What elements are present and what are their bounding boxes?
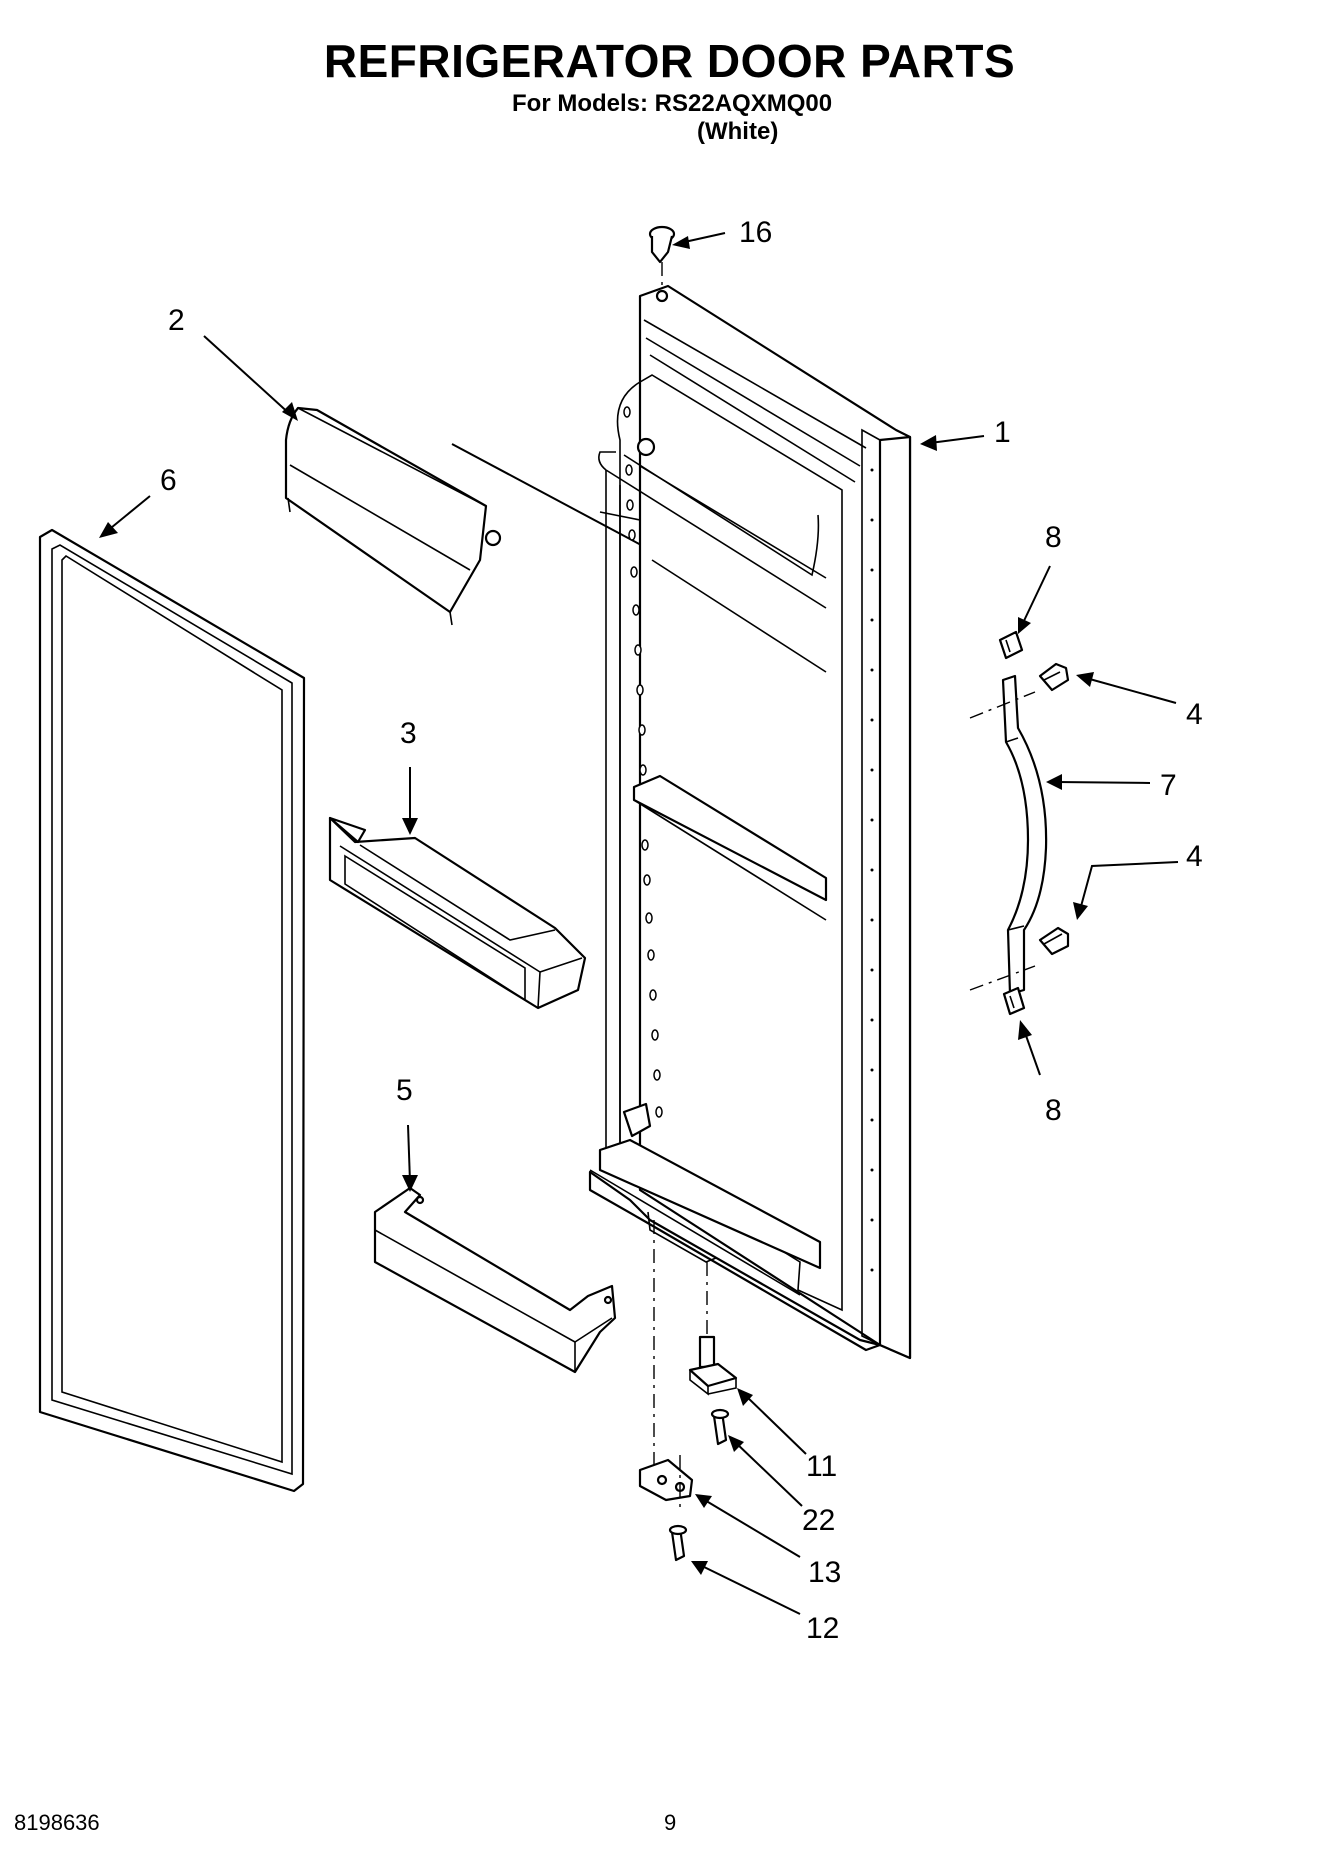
part-4-screw-top — [1038, 662, 1070, 692]
callout-4-top: 4 — [1186, 698, 1203, 731]
callout-12: 12 — [806, 1612, 839, 1645]
part-3-door-bin — [328, 816, 587, 1010]
part-13-hinge-shim — [638, 1455, 694, 1510]
part-16-plug — [648, 225, 676, 290]
part-8-handle-clip-bottom — [1002, 986, 1026, 1016]
callout-1: 1 — [994, 416, 1011, 449]
part-4-screw-bottom — [1038, 926, 1070, 956]
page-title: REFRIGERATOR DOOR PARTS — [323, 35, 1016, 87]
leader-lines — [99, 232, 1179, 1615]
doc-number: 8198636 — [14, 1810, 100, 1835]
part-7-door-handle — [969, 674, 1048, 996]
callout-16: 16 — [739, 216, 772, 249]
callout-7: 7 — [1160, 769, 1177, 802]
models-line: For Models: RS22AQXMQ00 — [512, 90, 833, 117]
part-8-handle-clip-top — [998, 630, 1024, 660]
callout-3: 3 — [400, 717, 417, 750]
part-1-door-assembly — [588, 284, 912, 1360]
callout-2: 2 — [168, 304, 185, 337]
part-22-hinge-screw — [710, 1408, 730, 1446]
part-6-door-gasket — [38, 528, 306, 1493]
callout-5: 5 — [396, 1074, 413, 1107]
callout-22: 22 — [802, 1504, 835, 1537]
callout-8-top: 8 — [1045, 521, 1062, 554]
callout-8-bottom: 8 — [1045, 1094, 1062, 1127]
callout-6: 6 — [160, 464, 177, 497]
part-11-hinge — [688, 1335, 738, 1396]
part-5-shelf-rail — [373, 1186, 617, 1374]
part-12-shim-screw — [668, 1524, 688, 1562]
part-2-dairy-door — [284, 406, 717, 626]
callout-4-bottom: 4 — [1186, 840, 1203, 873]
page-number: 9 — [664, 1810, 677, 1835]
callout-11: 11 — [806, 1450, 837, 1483]
callout-13: 13 — [808, 1556, 841, 1589]
color-line: (White) — [697, 118, 779, 145]
